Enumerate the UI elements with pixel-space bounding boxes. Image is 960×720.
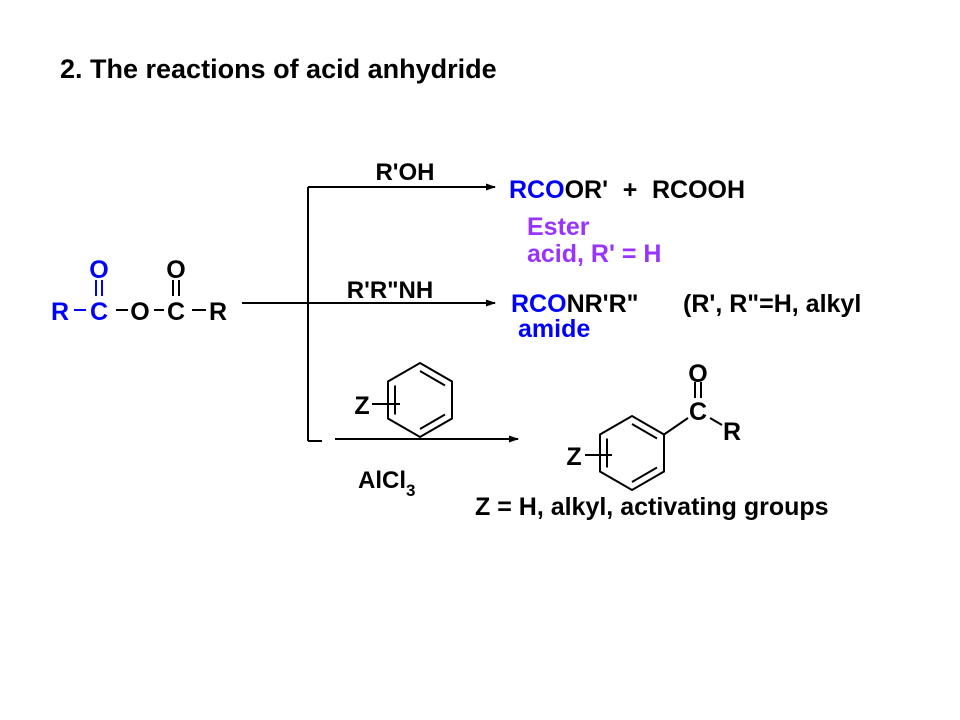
reaction-acylation: Z AlCl3 Z C O R Z = H, alkyl, activating… [354,360,828,521]
atom-r-left: R [51,298,69,326]
atom-r-right: R [209,298,227,326]
atom-c-right: C [167,298,185,326]
atom-o-carbonyl-left: O [89,256,108,284]
atom-o-carbonyl-right: O [166,256,185,284]
atom-o-bridge: O [130,298,149,326]
product-aryl-ketone: Z C O R [566,360,741,492]
catalyst-subscript: 3 [406,481,415,500]
ring-inner-bond-1 [419,370,446,387]
amide-label: amide [518,315,590,343]
product-ester: RCOOR' [509,176,608,204]
ring-to-carbonyl-bond [663,417,689,436]
slide-title: 2. The reactions of acid anhydride [60,54,497,84]
carbonyl-oxygen: O [688,360,707,388]
anhydride-structure: R C O O C O R [51,256,227,326]
plus-sign: + [623,176,638,204]
reagent-alcohol: R'OH [375,159,434,186]
ester-label: Ester [527,213,590,241]
catalyst-base: AlCl [358,467,406,494]
reagent-benzene-ring: Z [354,361,453,439]
product-ring-inner-bond-2 [631,466,658,483]
carbonyl-carbon: C [689,398,707,426]
atom-c-left: C [90,298,108,326]
product-r-group: R [723,418,741,446]
branch-connector [242,183,519,443]
product-amide-highlight: RCO [511,290,567,318]
product-ester-rest: OR' [565,176,608,204]
ring-inner-bond-2 [419,413,446,430]
reagent-amine: R'R"NH [347,277,433,304]
byproduct-acid: RCOOH [652,176,745,204]
reagent-substituent-z: Z [354,392,369,420]
acylation-condition: Z = H, alkyl, activating groups [475,493,829,521]
product-ring-inner-bond-1 [631,423,658,440]
amide-condition: (R', R"=H, alkyl [683,290,861,318]
product-substituent-z: Z [566,443,581,471]
benzene-ring-outline [387,361,453,439]
acid-note: acid, R' = H [527,240,661,268]
product-ring-outline [599,414,665,492]
carbonyl-r-bond [709,417,723,426]
reaction-amide: R'R"NH RCONR'R" amide (R', R"=H, alkyl [347,277,861,343]
product-amide-rest: NR'R" [567,290,639,318]
product-ester-highlight: RCO [509,176,565,204]
product-amide: RCONR'R" [511,290,639,318]
catalyst-alcl3: AlCl3 [358,467,415,500]
reaction-ester: R'OH RCOOR' + RCOOH Ester acid, R' = H [375,159,745,268]
